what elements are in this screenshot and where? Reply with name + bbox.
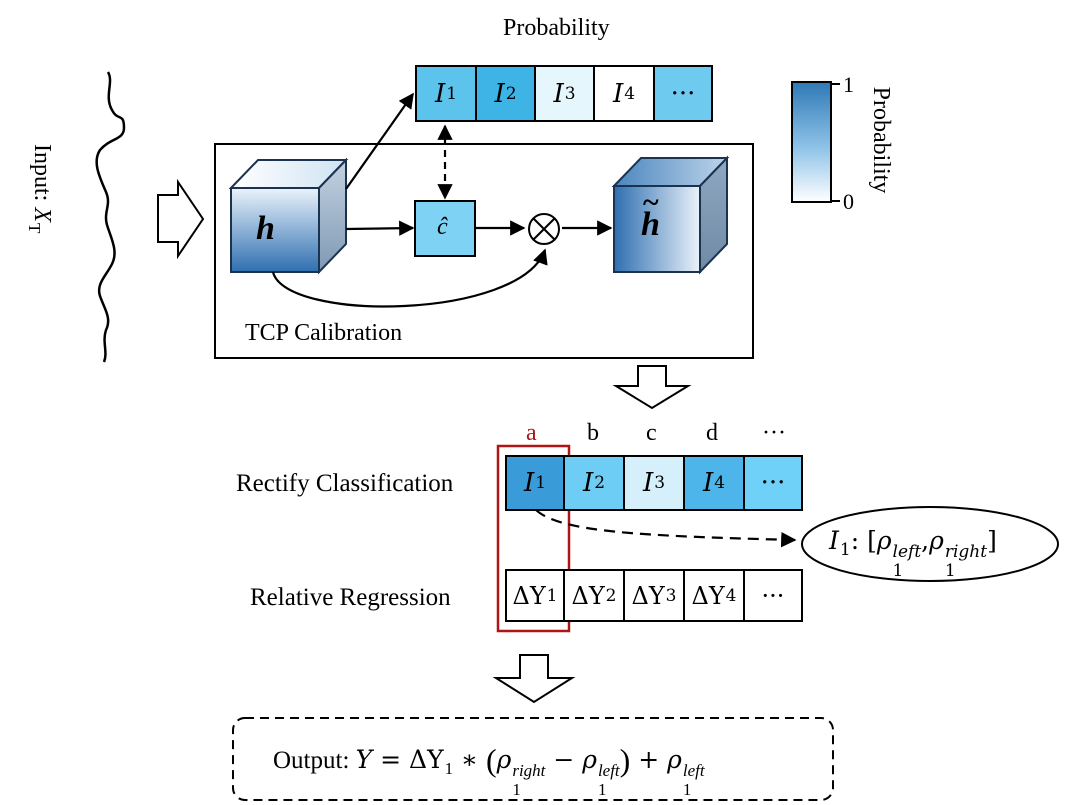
column-label-b: b <box>587 420 599 446</box>
column-label-a: a <box>526 420 537 446</box>
probability-title: Probability <box>503 15 610 41</box>
dashed-arrow-to-interval <box>535 509 797 548</box>
rectify-classification-label: Rectify Classification <box>236 470 454 497</box>
tcp-calibration-box <box>214 143 754 359</box>
cube-h-label: h <box>256 210 275 247</box>
otimes-operator <box>528 213 560 245</box>
cube-h <box>228 157 349 275</box>
tcp-calibration-label: TCP Calibration <box>245 320 403 346</box>
cube-h-tilde <box>611 155 730 275</box>
input-label: Input: XT <box>25 144 55 234</box>
column-label-c: c <box>646 420 657 446</box>
column-a-highlight <box>496 444 571 633</box>
column-label-more: ··· <box>762 420 786 446</box>
output-box <box>232 717 834 801</box>
hollow-arrow-right <box>157 178 205 260</box>
arrow-h-to-probability <box>345 92 414 190</box>
c-hat-label: ĉ <box>437 214 448 240</box>
regression-cell-more: ··· <box>743 569 803 622</box>
interval-ellipse <box>801 506 1059 582</box>
c-hat-box <box>414 200 476 257</box>
relative-regression-label: Relative Regression <box>250 584 451 611</box>
top-cell-more: ··· <box>653 65 713 122</box>
curved-skip-arrow <box>271 248 548 308</box>
tilde-mark: ~ <box>643 186 659 219</box>
column-label-d: d <box>706 420 718 446</box>
cube-htilde-label: h <box>641 206 660 243</box>
arrow-h-to-c <box>345 220 415 236</box>
hollow-arrow-down-2 <box>492 654 576 704</box>
rectify-cell-more: ··· <box>743 455 803 511</box>
hollow-arrow-down-1 <box>612 365 692 410</box>
colorbar <box>791 81 832 203</box>
colorbar-min-label: 0 <box>843 189 854 214</box>
input-signal-waveform <box>95 71 126 363</box>
colorbar-max-label: 1 <box>843 72 854 97</box>
colorbar-title: Probability <box>868 86 894 194</box>
